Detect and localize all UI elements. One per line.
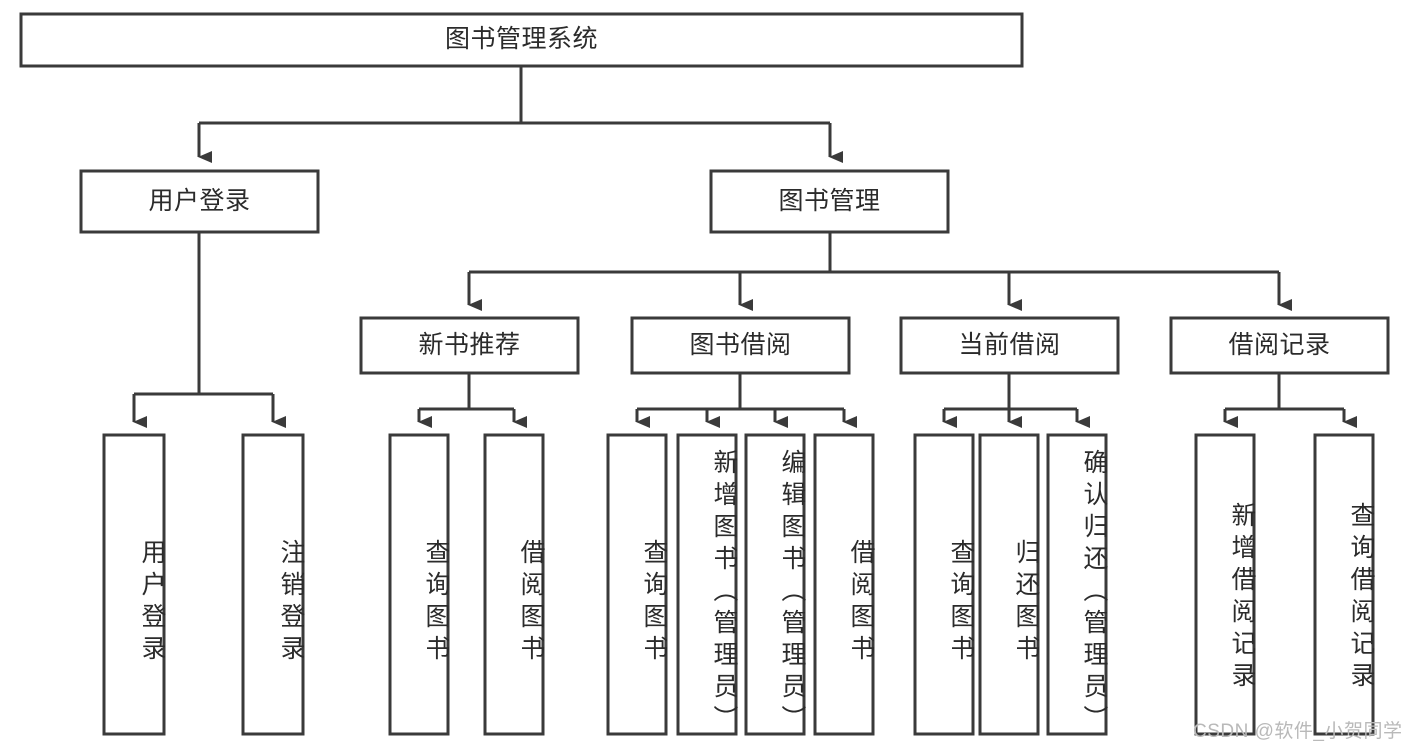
node-leaf-user-logout[interactable] (241, 433, 305, 736)
node-current-borrow[interactable] (899, 316, 1120, 375)
node-leaf-query-book-1[interactable] (388, 433, 450, 736)
node-leaf-query-book-2[interactable] (606, 433, 668, 736)
node-leaf-query-borrow-record[interactable] (1313, 433, 1375, 736)
node-leaf-add-borrow-record[interactable] (1194, 433, 1256, 736)
node-leaf-add-book[interactable] (676, 433, 738, 736)
node-leaf-borrow-book-1[interactable] (483, 433, 545, 736)
node-new-book-recommend[interactable] (359, 316, 580, 375)
node-book-borrow[interactable] (630, 316, 851, 375)
node-leaf-return-book[interactable] (978, 433, 1040, 736)
node-user-login[interactable] (79, 169, 320, 234)
csdn-watermark: CSDN @软件_小贺同学 (1193, 721, 1403, 742)
node-book-manage[interactable] (709, 169, 950, 234)
node-leaf-borrow-book-2[interactable] (813, 433, 875, 736)
node-leaf-user-login[interactable] (102, 433, 166, 736)
node-leaf-edit-book[interactable] (744, 433, 806, 736)
node-borrow-record[interactable] (1169, 316, 1390, 375)
node-leaf-confirm-return[interactable] (1046, 433, 1108, 736)
node-leaf-query-book-3[interactable] (913, 433, 975, 736)
node-root[interactable] (19, 12, 1024, 68)
